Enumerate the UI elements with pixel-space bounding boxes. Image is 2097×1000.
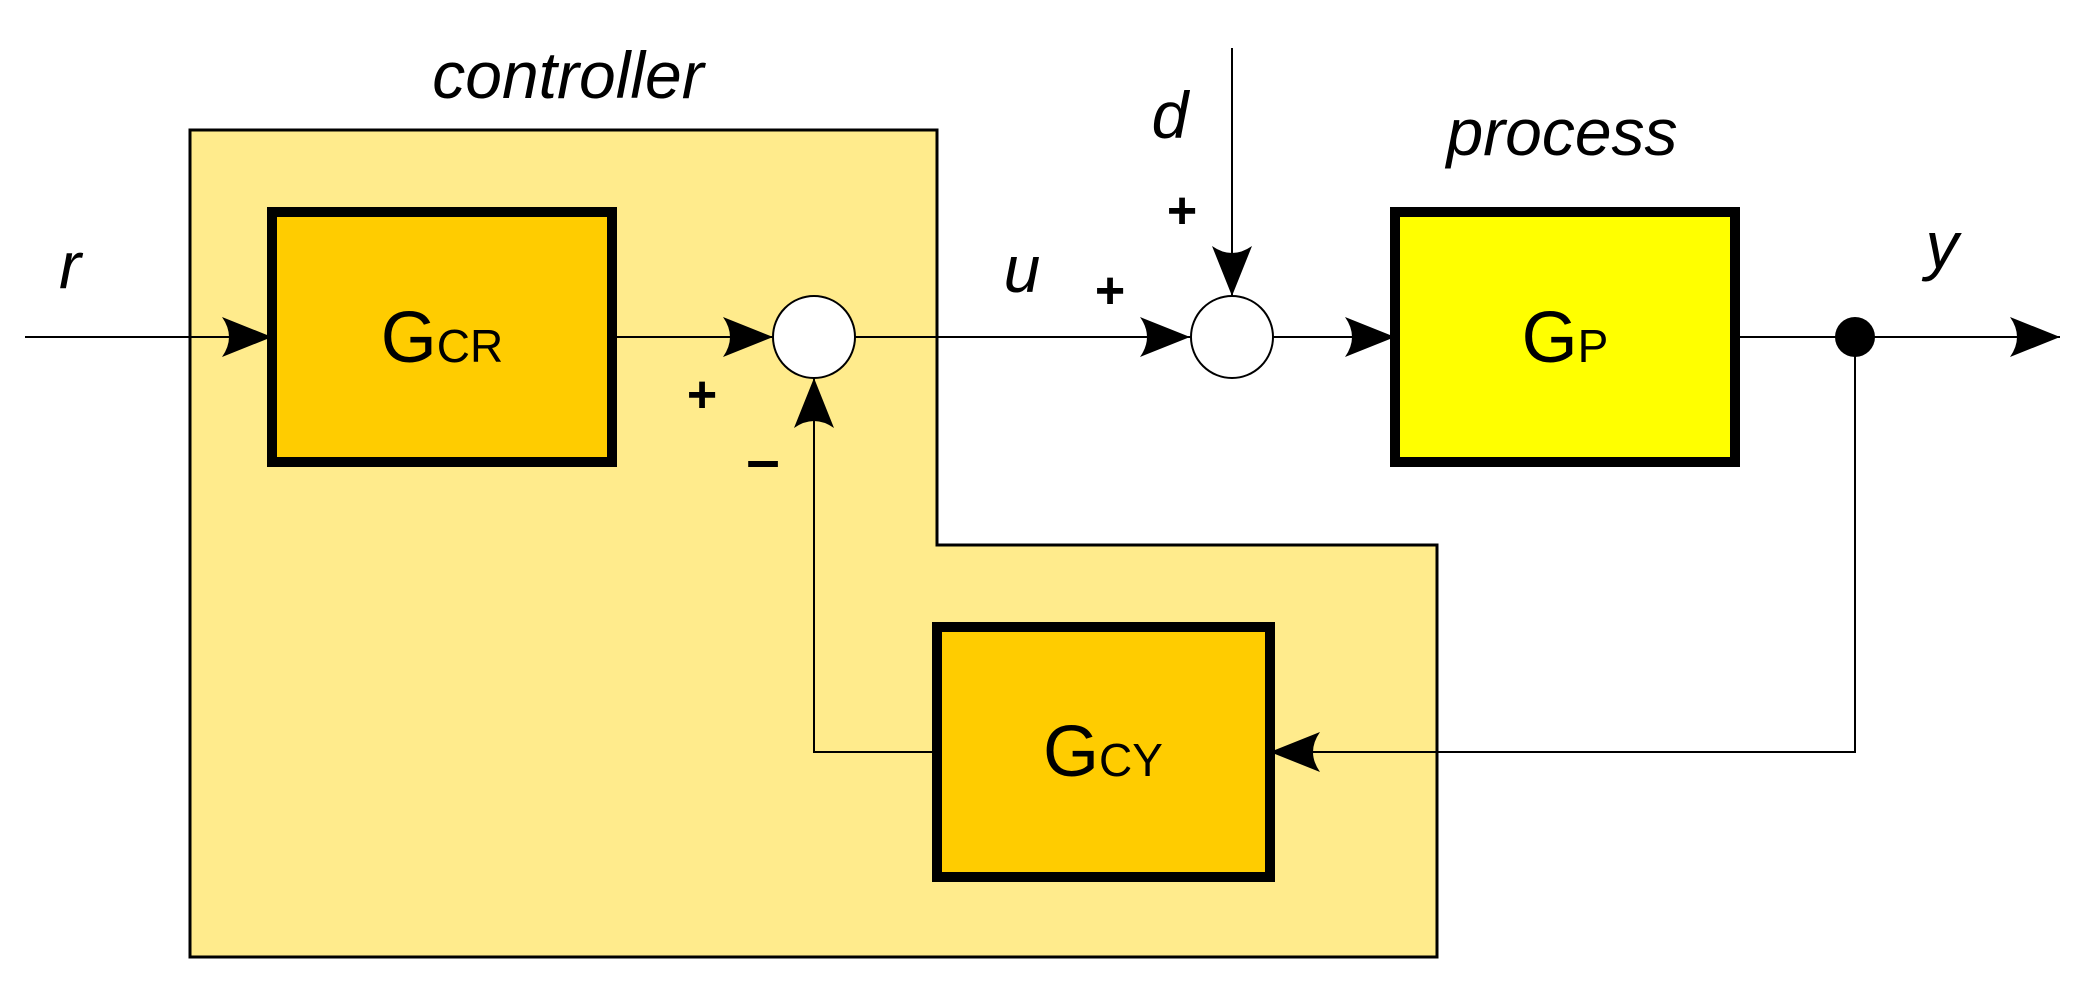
sign-sum2-u-plus: + (1095, 262, 1125, 320)
signal-label-y: y (1922, 208, 1963, 282)
signal-label-u: u (1004, 232, 1041, 306)
gcy-block (932, 622, 1275, 882)
output-branch-point (1835, 317, 1875, 357)
signal-line-gcy-out (794, 378, 937, 753)
gp-label: GP (1522, 298, 1609, 378)
process-label: process (1444, 95, 1677, 169)
signal-label-r: r (59, 228, 84, 302)
gp-block (1390, 207, 1740, 467)
signal-line-feedback-y (1270, 337, 1856, 772)
gcr-block (267, 207, 617, 467)
sign-sum2-d-plus: + (1167, 182, 1197, 240)
gcy-label: GCY (1043, 712, 1163, 792)
signal-label-d: d (1152, 78, 1191, 152)
controller-label: controller (432, 38, 706, 112)
gcr-label: GCR (381, 298, 503, 378)
summing-junction-disturbance (1190, 295, 1274, 379)
sign-sum1-plus: + (687, 366, 717, 424)
summing-junction-controller (772, 295, 856, 379)
sign-sum1-minus: – (746, 426, 779, 493)
